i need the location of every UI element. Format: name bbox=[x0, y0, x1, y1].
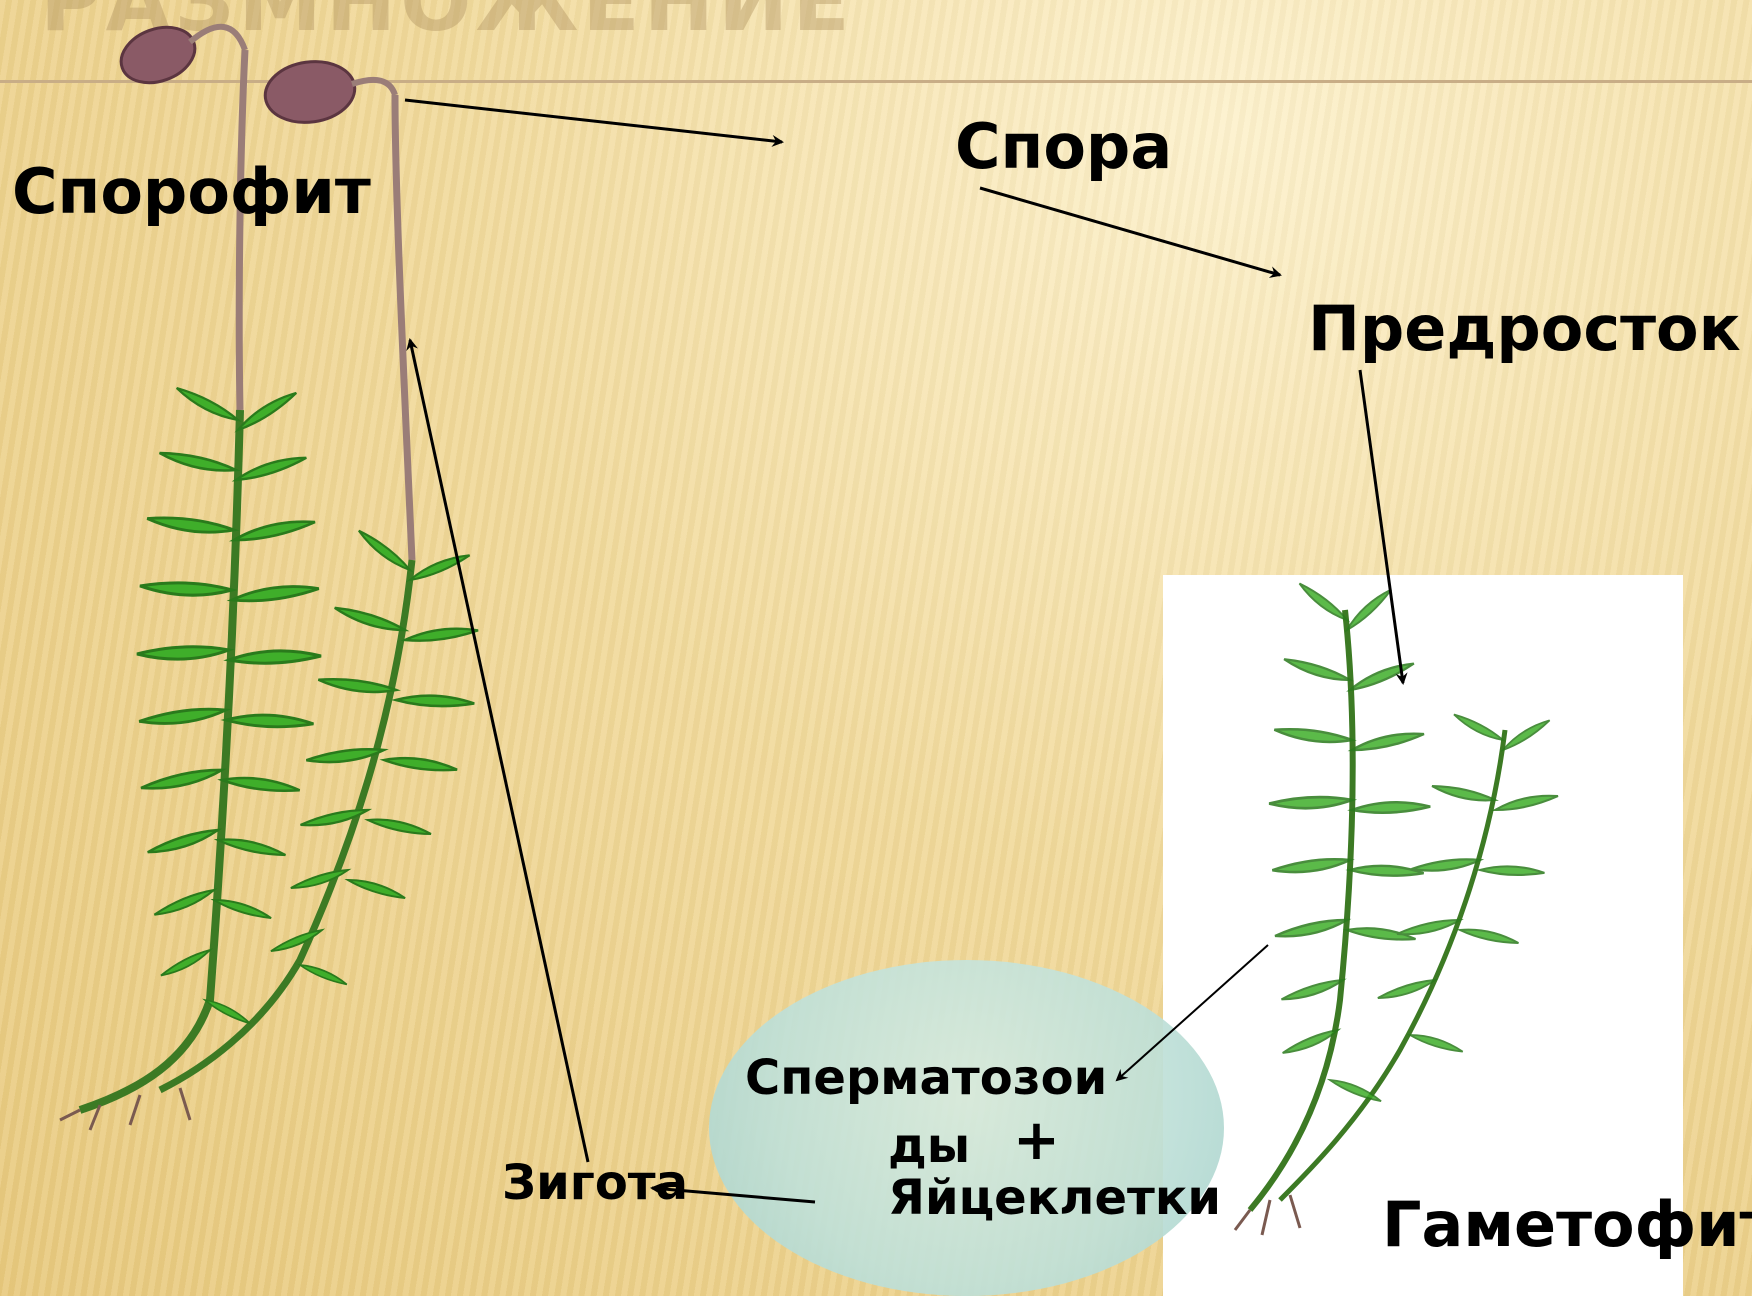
capsule-1 bbox=[113, 18, 245, 93]
label-spore: Спора bbox=[955, 110, 1172, 183]
arrow-zygote-to-sporophyte bbox=[410, 340, 588, 1162]
arrow-sporophyte-to-spore bbox=[405, 100, 782, 142]
arrow-protonema-to-gametophyte bbox=[1360, 370, 1403, 683]
label-plus: + bbox=[1013, 1108, 1060, 1173]
label-protonema: Предросток bbox=[1308, 292, 1741, 365]
label-sperm-line2: ды bbox=[888, 1118, 970, 1174]
arrow-spore-to-protonema bbox=[980, 188, 1280, 275]
capsule-2 bbox=[261, 56, 395, 128]
label-gametophyte: Гаметофит bbox=[1382, 1188, 1752, 1261]
label-zygote: Зигота bbox=[502, 1155, 688, 1211]
label-eggs: Яйцеклетки bbox=[888, 1170, 1221, 1226]
arrow-gametophyte-to-sperm bbox=[1117, 945, 1268, 1080]
label-sperm-line1: Сперматозои bbox=[745, 1050, 1107, 1106]
moss-gametophyte-illustration bbox=[1235, 580, 1559, 1235]
label-sporophyte: Спорофит bbox=[12, 155, 371, 228]
